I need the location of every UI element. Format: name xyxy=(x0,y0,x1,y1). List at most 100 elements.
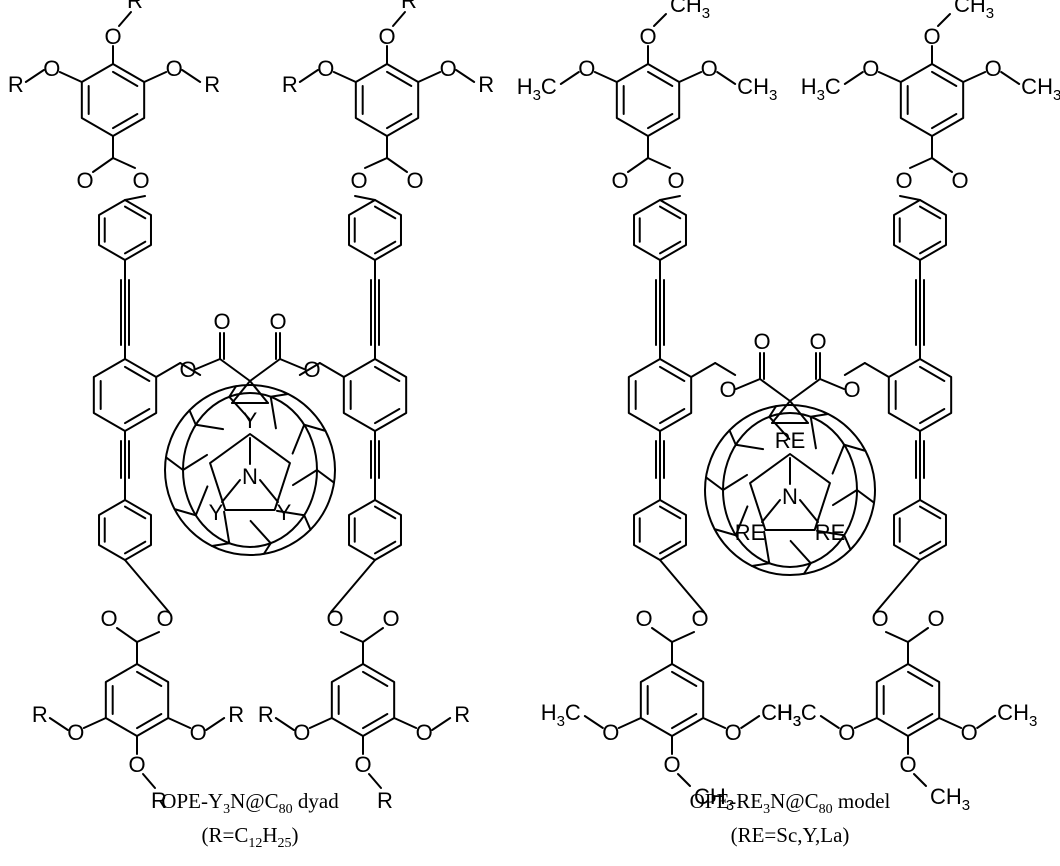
model-note-part: (RE=Sc,Y,La) xyxy=(731,823,850,847)
cage-bond xyxy=(194,423,225,431)
double-bond xyxy=(362,670,389,687)
carbonyl-oxygen-part: O xyxy=(406,168,423,193)
ester-oxygen: O xyxy=(895,168,912,193)
bond xyxy=(714,362,737,376)
dyad-caption-part: dyad xyxy=(293,789,340,813)
oxygen-atom-part: O xyxy=(923,24,940,49)
bond xyxy=(583,715,604,729)
oxygen-atom-part: O xyxy=(602,720,619,745)
benzene-ring xyxy=(342,358,408,432)
double-bond xyxy=(124,365,151,382)
bond xyxy=(82,717,107,729)
r-group-part: R xyxy=(127,0,143,13)
oxygen-atom: O xyxy=(862,56,879,81)
methyl-group: CH3 xyxy=(737,74,777,104)
metal-nitrogen-bond xyxy=(259,479,279,503)
oxygen-atom: O xyxy=(899,752,916,777)
bond xyxy=(885,631,909,643)
r-group-part: R xyxy=(228,702,244,727)
oxygen-atom: O xyxy=(166,56,183,81)
methyl-group: CH3 xyxy=(761,700,801,730)
double-bond xyxy=(659,240,682,255)
metal-atom-right-part: Y xyxy=(277,500,292,525)
bond xyxy=(205,717,226,731)
bond xyxy=(740,715,761,729)
carbonyl-oxygen: O xyxy=(269,309,286,334)
double-bond xyxy=(124,240,147,255)
cage-bond xyxy=(173,508,197,517)
ester-oxygen-part: O xyxy=(843,377,860,402)
cyclopropane-bond xyxy=(231,380,251,404)
oxygen-atom: O xyxy=(354,752,371,777)
bond xyxy=(298,362,321,376)
model-note: (RE=Sc,Y,La) xyxy=(731,823,850,847)
cyclopropane-bond xyxy=(249,380,269,404)
methyl-group-part: H xyxy=(1037,74,1053,99)
methyl-group-part: C xyxy=(541,74,557,99)
ester-oxygen-part: O xyxy=(691,606,708,631)
benzene-ring xyxy=(98,499,152,561)
oxygen-atom-part: O xyxy=(416,720,433,745)
oxygen-atom-part: O xyxy=(128,752,145,777)
dyad-caption-part: OPE-Y xyxy=(161,789,223,813)
cage-bond xyxy=(210,542,231,548)
double-bond xyxy=(136,713,163,730)
bond xyxy=(340,631,364,643)
oxygen-atom-part: O xyxy=(354,752,371,777)
ester-oxygen-part: O xyxy=(719,377,736,402)
ester-oxygen: O xyxy=(667,168,684,193)
methyl-group-part: 3 xyxy=(962,797,970,814)
carbonyl-oxygen: O xyxy=(406,168,423,193)
nitrogen-atom-part: N xyxy=(782,484,798,509)
oxygen-atom: O xyxy=(602,720,619,745)
metal-atom-right-part: RE xyxy=(815,520,846,545)
bond xyxy=(92,157,114,173)
ester-oxygen: O xyxy=(719,377,736,402)
bond xyxy=(677,773,691,787)
bond xyxy=(819,378,845,390)
benzene-ring xyxy=(875,663,941,737)
methyl-group: CH3 xyxy=(997,700,1037,730)
bond xyxy=(455,69,476,83)
cyclopropane-bond xyxy=(789,400,809,424)
metal-atom-top: Y xyxy=(243,408,258,433)
bond xyxy=(853,717,878,729)
bond xyxy=(819,715,840,729)
methyl-group-part: 3 xyxy=(533,87,541,104)
cage-bond xyxy=(763,530,771,565)
bond xyxy=(716,71,737,85)
metal-atom-left: RE xyxy=(735,520,766,545)
carbonyl-oxygen-part: O xyxy=(951,168,968,193)
r-group: R xyxy=(454,702,470,727)
bond xyxy=(647,157,671,169)
fullerene-cage xyxy=(704,404,876,576)
r-group: R xyxy=(127,0,143,13)
ester-oxygen: O xyxy=(179,357,196,382)
oxygen-atom: O xyxy=(701,56,718,81)
methyl-group-part: C xyxy=(761,700,777,725)
bond xyxy=(938,717,963,729)
bond xyxy=(875,559,921,613)
bond xyxy=(24,69,45,83)
cage-bond xyxy=(291,423,306,455)
r-group-part: R xyxy=(454,702,470,727)
oxygen-atom-part: O xyxy=(43,56,60,81)
model-caption: OPE-RE3N@C80 model xyxy=(690,789,891,817)
oxygen-atom-part: O xyxy=(663,752,680,777)
nitrogen-atom: N xyxy=(242,464,258,489)
methyl-group-part: C xyxy=(954,0,970,17)
oxygen-atom-part: O xyxy=(67,720,84,745)
oxygen-atom: O xyxy=(293,720,310,745)
dyad-note-part: 25 xyxy=(278,836,292,851)
cage-bond xyxy=(802,562,812,575)
methyl-group-part: 3 xyxy=(557,713,565,730)
bond xyxy=(330,559,376,613)
carbonyl-oxygen: O xyxy=(76,168,93,193)
methyl-group-part: H xyxy=(517,74,533,99)
double-bond xyxy=(659,540,682,555)
ester-oxygen-part: O xyxy=(132,168,149,193)
bond xyxy=(907,627,929,643)
methyl-group-part: 3 xyxy=(793,713,801,730)
oxygen-atom: O xyxy=(923,24,940,49)
